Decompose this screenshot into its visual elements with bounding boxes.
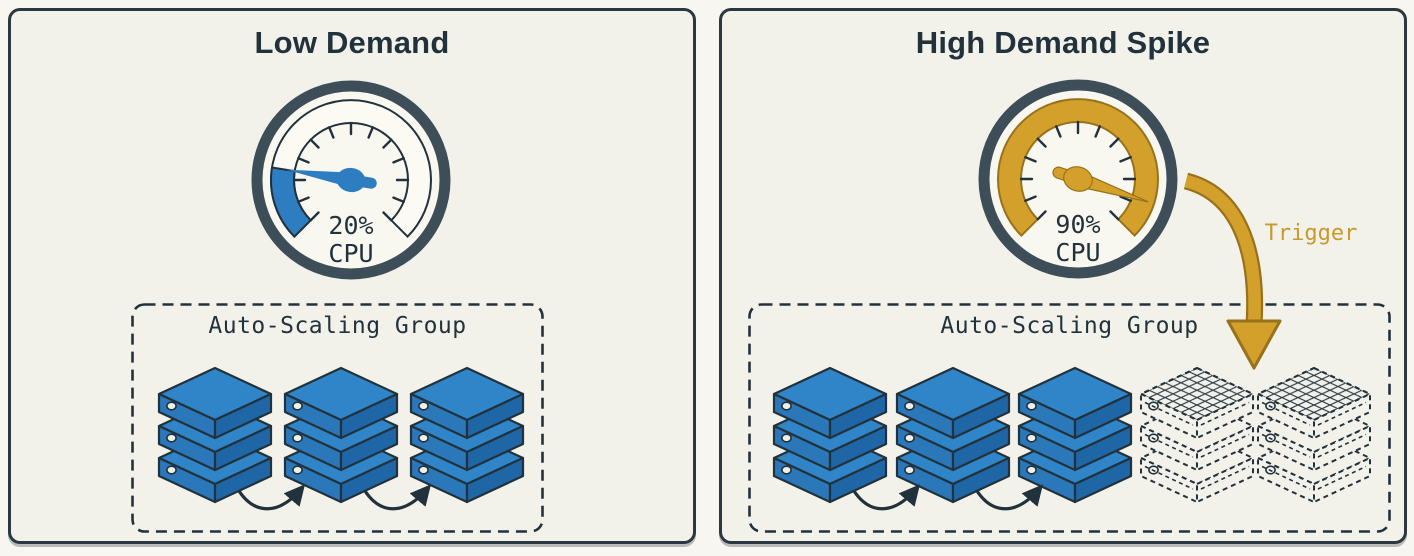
panel-low-demand: Low Demand 20% CPU Auto-Scaling Group: [8, 8, 696, 544]
gauge-needle: [285, 167, 377, 193]
gauge-fill-low: [270, 166, 313, 239]
auto-scaling-group-label: Auto-Scaling Group: [940, 313, 1199, 339]
scale-arrow: [975, 484, 1044, 511]
panel-title: Low Demand: [254, 25, 450, 60]
panel-high-demand: High Demand Spike 90% CPU Auto-Scaling G…: [719, 8, 1407, 544]
gauge-value-label: 90%: [1055, 210, 1100, 239]
gauge-fill-high: [997, 98, 1159, 238]
scale-arrow: [852, 484, 921, 511]
gauge-ticks: [1019, 120, 1137, 221]
trigger-arrowhead: [1226, 319, 1282, 370]
auto-scaling-group-label: Auto-Scaling Group: [208, 313, 467, 339]
trigger-arrow: [1183, 172, 1282, 370]
dashed-border: [748, 303, 1391, 533]
cpu-gauge: 20% CPU: [251, 80, 451, 280]
gauge-unit-label: CPU: [1055, 238, 1100, 267]
auto-scaling-group-box: [748, 303, 1391, 533]
scale-arrow: [237, 484, 306, 511]
gauge-ticks: [292, 121, 410, 222]
gauge-value-label: 20%: [328, 211, 373, 240]
cpu-gauge: 90% CPU: [978, 79, 1178, 279]
gauge-track: [270, 99, 432, 239]
panel-title: High Demand Spike: [915, 25, 1211, 60]
gauge-needle: [1052, 166, 1149, 203]
auto-scaling-group-box: [131, 303, 544, 533]
scale-arrow: [363, 484, 432, 511]
gauge-unit-label: CPU: [328, 239, 373, 268]
trigger-label: Trigger: [1264, 221, 1358, 246]
dashed-border: [131, 303, 544, 533]
